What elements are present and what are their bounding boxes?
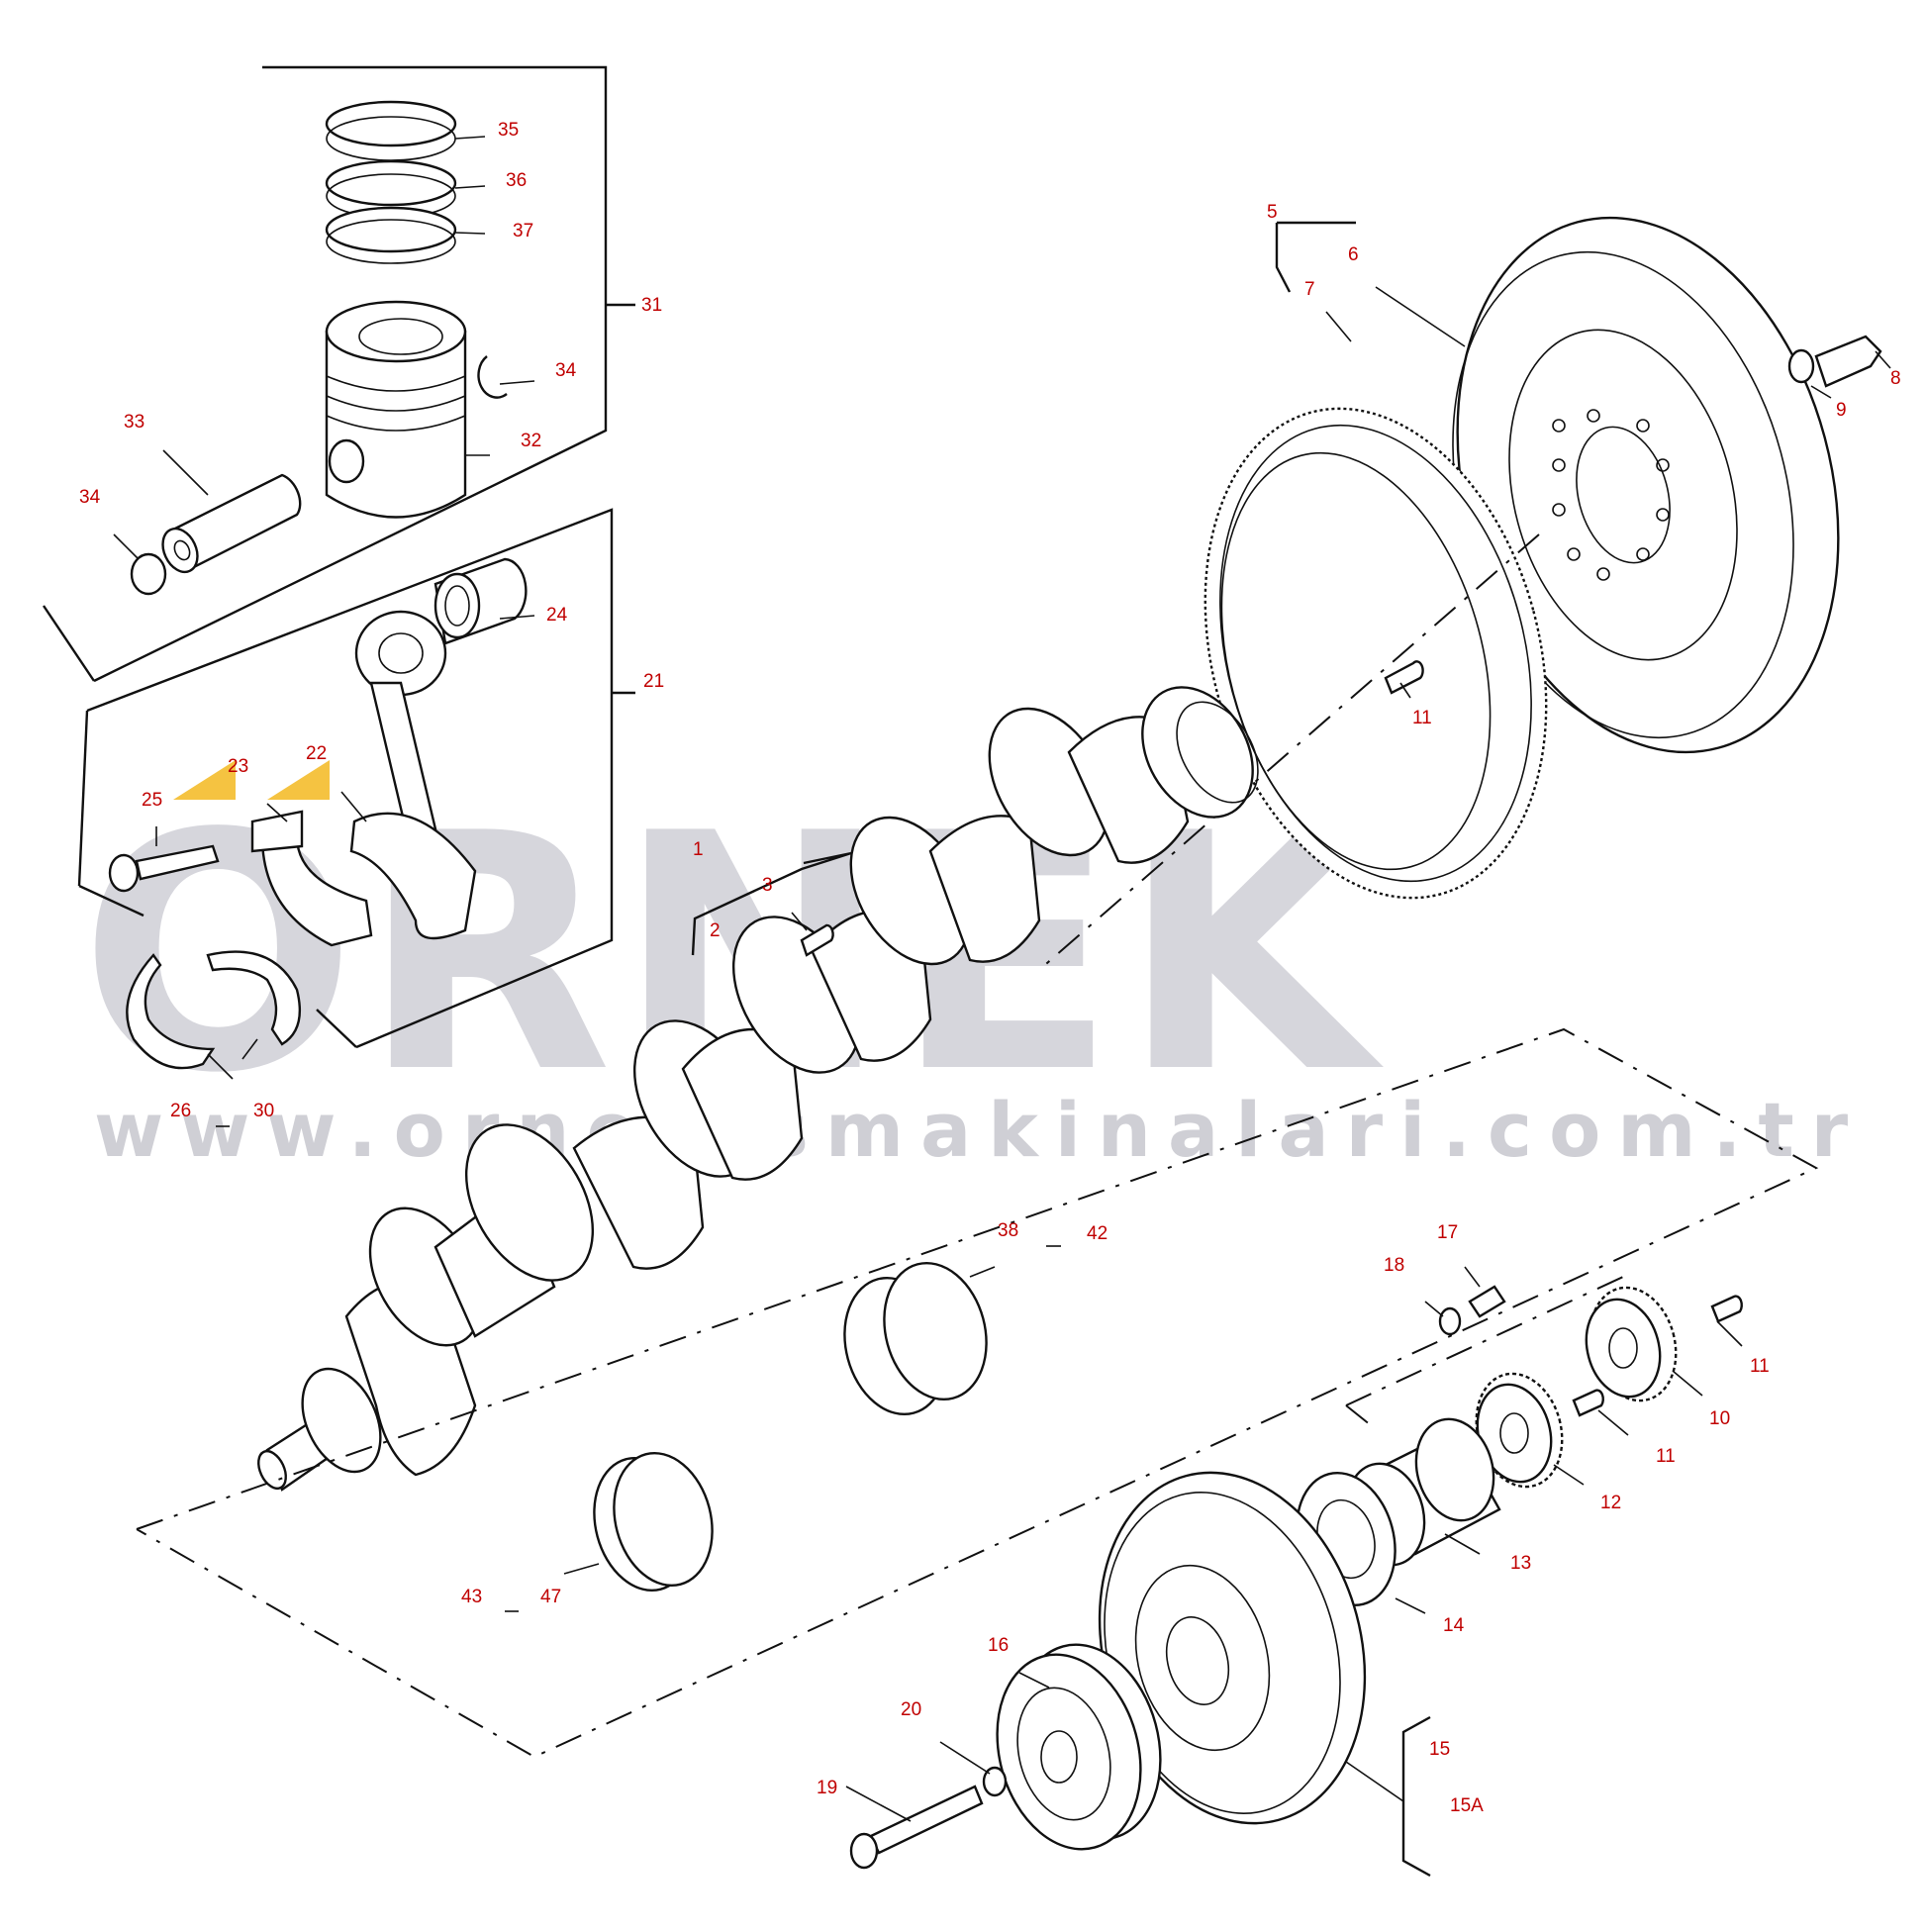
damper-bracket [1401,1715,1431,1878]
label-8: 8 [1890,368,1901,389]
dowels-gears [1572,1295,1743,1436]
label-16: 16 [988,1635,1009,1656]
label-2: 2 [710,920,721,941]
label-32: 32 [521,431,541,451]
label-6: 6 [1348,244,1359,265]
label-1: 1 [693,839,704,860]
label-14: 14 [1443,1615,1465,1636]
label-12: 12 [1600,1493,1621,1513]
pulley-washer [939,1741,1008,1797]
label-38: 38 [998,1220,1018,1241]
flywheel-bolt [1787,335,1891,399]
label-7: 7 [1304,279,1315,300]
label-20: 20 [901,1699,921,1720]
label-47: 47 [540,1587,561,1607]
label-24: 24 [546,605,568,626]
label-5: 5 [1267,202,1278,223]
big-end-bearing-shells [126,950,301,1080]
bolt-17 [1464,1266,1506,1318]
piston-pin [161,449,302,574]
connecting-rod-bracket [77,508,635,1049]
label-25: 25 [142,790,162,811]
label-18: 18 [1384,1255,1404,1276]
circlip-left [113,533,167,596]
dowel-crankshaft [791,912,834,957]
big-end-cap [250,803,373,947]
label-15: 15 [1429,1739,1450,1760]
label-11-flywheel: 11 [1412,708,1432,728]
crankshaft-pulley [996,1643,1162,1851]
label-15a: 15A [1450,1795,1484,1816]
piston-group-bracket [43,65,635,683]
callout-labels: 1 2 3 5 6 7 8 9 10 11 11 11 12 13 14 15 … [79,120,1901,1816]
washer-18 [1424,1301,1462,1336]
yellow-markers [173,760,330,800]
gear-12 [1475,1372,1585,1489]
crankshaft [257,533,1540,1492]
label-34-left: 34 [79,487,101,508]
label-35: 35 [498,120,519,141]
crankshaft-bracket [691,851,852,956]
label-31: 31 [641,295,662,316]
ring-gear [1204,311,1548,900]
flywheel-bracket [1275,221,1356,293]
label-13: 13 [1510,1553,1531,1574]
label-19: 19 [817,1778,837,1798]
label-43: 43 [461,1587,482,1607]
front-gear-bracket [1345,1276,1624,1426]
thrust-bearing-shell-43 [563,1451,714,1593]
watermark-url: www.ornekismakinalari.com.tr [94,1086,1865,1174]
label-11-gear: 11 [1750,1356,1770,1377]
piston [325,300,490,519]
gear-10 [1585,1286,1703,1402]
main-bearing-dashed-box [136,1027,1819,1759]
marker-25 [173,760,236,800]
label-11-lower: 11 [1656,1446,1676,1467]
label-3: 3 [762,875,773,896]
label-10: 10 [1709,1408,1730,1429]
label-17: 17 [1437,1222,1458,1243]
marker-22 [267,760,330,800]
pulley-bolt [845,1785,984,1870]
label-23: 23 [228,756,248,777]
label-37: 37 [513,221,533,242]
label-42: 42 [1087,1223,1107,1244]
connecting-rod [340,610,477,940]
label-21: 21 [643,671,664,692]
label-34-right: 34 [555,360,577,381]
dowel-flywheel [1384,660,1424,699]
label-22: 22 [306,743,327,764]
label-30: 30 [253,1101,274,1121]
main-bearing-shell-38 [843,1261,996,1416]
piston-rings [325,100,486,264]
label-33: 33 [124,412,144,433]
small-end-bush [433,557,535,645]
big-end-bolt [108,826,220,893]
label-9: 9 [1836,400,1847,421]
label-26: 26 [170,1101,191,1121]
circlip-right [477,355,535,399]
label-36: 36 [506,170,527,191]
